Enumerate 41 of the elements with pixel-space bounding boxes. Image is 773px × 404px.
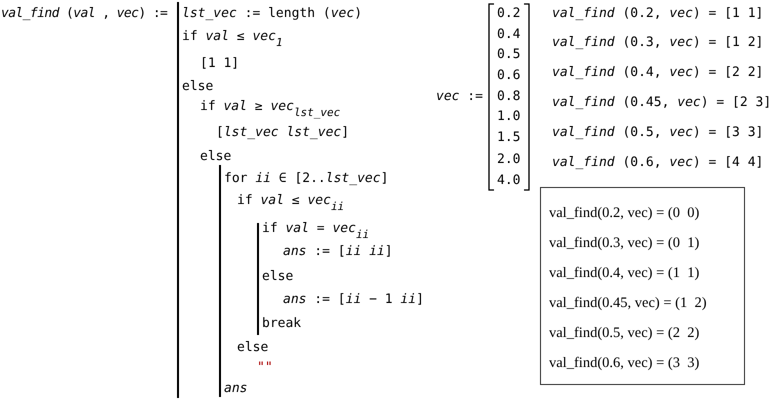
output-line: val_find(0.4, vec) = (1 1) [549,264,700,282]
string-literal: "" [257,360,273,376]
result-line: val_find (0.5, vec) = [3 3] [552,125,764,141]
matrix-entry: 0.2 [497,6,520,22]
code-line: ans := [ii − 1 ii] [283,292,424,308]
code-line: if val = vec$_{ii}$ [262,221,370,243]
matrix-entry: 0.4 [497,27,520,43]
code-line: lst_vec := length (vec) [182,6,362,22]
code-line: for ii ∈ [2..lst_vec] [224,171,388,187]
matrix-entry: 1.5 [497,130,520,146]
matrix-entry: 0.8 [497,89,520,105]
code-line: if val ≤ vec$_{1}$ [182,29,283,51]
result-line: val_find (0.2, vec) = [1 1] [552,6,764,22]
code-line: else [182,79,214,95]
matrix-entry: 0.5 [497,47,520,63]
result-line: val_find (0.6, vec) = [4 4] [552,155,764,171]
output-line: val_find(0.6, vec) = (3 3) [549,354,700,372]
code-line: if val ≤ vec$_{ii}$ [237,193,344,215]
code-line: ans [224,381,248,397]
output-box [540,187,745,385]
result-line: val_find (0.3, vec) = [1 2] [552,35,764,51]
code-line: val_find (val , vec) := [1,6,168,22]
code-line: else [262,269,294,285]
output-line: val_find(0.5, vec) = (2 2) [549,324,700,342]
code-line: ans := [ii ii] [283,244,393,260]
output-line: val_find(0.45, vec) = (1 2) [549,294,707,312]
code-line: else [237,340,268,356]
code-line: vec := [436,89,483,105]
matrix-entry: 4.0 [497,173,520,189]
code-line: else [200,149,232,165]
code-line: if val ≥ vec$_{lst_vec}$ [200,99,340,121]
code-line: break [262,316,302,332]
code-line: [1 1] [200,56,240,72]
code-line: [lst_vec lst_vec] [216,125,350,141]
output-line: val_find(0.2, vec) = (0 0) [549,204,700,222]
result-line: val_find (0.45, vec) = [2 3] [552,95,772,111]
matrix-entry: 0.6 [497,68,520,84]
output-line: val_find(0.3, vec) = (0 1) [549,234,700,252]
matrix-entry: 2.0 [497,152,520,168]
matrix-entry: 1.0 [497,109,520,125]
result-line: val_find (0.4, vec) = [2 2] [552,65,764,81]
